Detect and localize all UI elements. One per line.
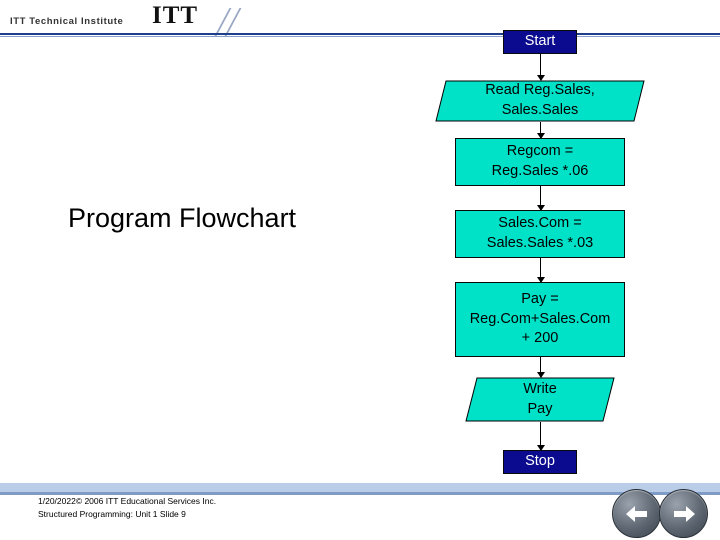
arrow-right-icon: [673, 505, 695, 522]
logo-itt: ITT: [152, 2, 199, 29]
flow-edge-start-read: [536, 54, 545, 81]
flow-node-read: Read Reg.Sales, Sales.Sales: [435, 80, 645, 122]
footer-line-2: Structured Programming: Unit 1 Slide 9: [38, 509, 186, 520]
flow-node-write-label: Write Pay: [465, 377, 615, 422]
slide-navigation: [612, 489, 712, 538]
logo-subtitle: ITT Technical Institute: [10, 16, 124, 27]
flow-edge-regcom-salescom: [536, 186, 545, 211]
slide-header: ITT Technical Institute ITT: [0, 0, 720, 42]
flow-node-start: Start: [503, 30, 577, 54]
flow-node-pay: Pay = Reg.Com+Sales.Com + 200: [455, 282, 625, 357]
flow-node-stop-label: Stop: [525, 453, 555, 470]
flow-node-write: Write Pay: [465, 377, 615, 422]
header-divider: [0, 33, 720, 35]
footer-credits: 1/20/2022© 2006 ITT Educational Services…: [38, 495, 216, 521]
logo-slash-icon: [214, 8, 232, 36]
footer-line-1: 1/20/2022© 2006 ITT Educational Services…: [38, 496, 217, 506]
flow-node-stop: Stop: [503, 450, 577, 474]
page-title: Program Flowchart: [68, 203, 297, 233]
footer-band: [0, 483, 720, 492]
flow-edge-read-regcom: [536, 122, 545, 139]
parallelogram-icon: [465, 377, 615, 422]
flow-edge-pay-write: [536, 357, 545, 378]
previous-slide-button[interactable]: [612, 489, 661, 538]
flow-node-read-line1: Read Reg.Sales,: [485, 82, 595, 99]
flow-node-pay-line3: + 200: [521, 330, 559, 347]
flow-node-salescom: Sales.Com = Sales.Sales *.03: [455, 210, 625, 258]
next-slide-button[interactable]: [659, 489, 708, 538]
flow-node-start-label: Start: [524, 33, 556, 50]
arrow-left-icon: [625, 505, 647, 522]
flow-node-write-line1: Write: [523, 380, 557, 397]
footer-band-accent: [0, 492, 720, 495]
flow-node-write-line2: Pay: [527, 400, 553, 417]
flow-edge-salescom-pay: [536, 258, 545, 283]
flow-node-read-line2: Sales.Sales: [501, 102, 579, 118]
flow-node-regcom: Regcom = Reg.Sales *.06: [455, 138, 625, 186]
flow-node-pay-line1: Pay =: [521, 291, 559, 308]
parallelogram-icon: [435, 80, 645, 122]
flow-node-regcom-line2: Reg.Sales *.06: [491, 163, 589, 179]
header-divider-light: [0, 36, 720, 37]
flow-node-salescom-line1: Sales.Com =: [498, 215, 582, 232]
flow-node-regcom-line1: Regcom =: [506, 143, 574, 160]
flow-node-salescom-line2: Sales.Sales *.03: [486, 235, 594, 251]
flow-edge-write-stop: [536, 422, 545, 451]
flow-node-pay-line2: Reg.Com+Sales.Com: [469, 310, 611, 327]
flow-node-read-label: Read Reg.Sales, Sales.Sales: [435, 80, 645, 122]
